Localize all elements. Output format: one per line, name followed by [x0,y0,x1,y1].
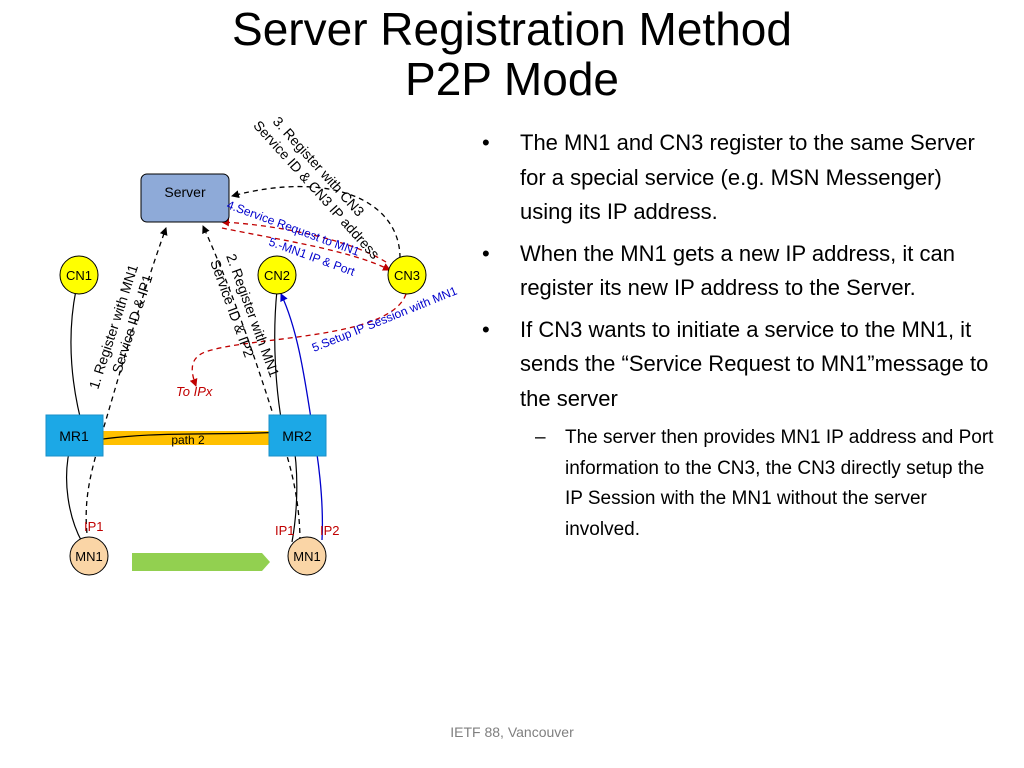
bullet-2: • When the MN1 gets a new IP address, it… [480,237,1000,306]
service-request-arrow [221,218,387,263]
mr1-label: MR1 [59,428,89,444]
to-ipx-label: To IPx [176,384,213,399]
mr2-node [268,414,327,457]
bullet-3-text: If CN3 wants to initiate a service to th… [520,316,989,411]
ip2-right-label: IP2 [320,523,340,538]
title-line-1: Server Registration Method [232,3,792,55]
server-label: Server [164,184,206,200]
bullet-list: • The MN1 and CN3 register to the same S… [480,126,1000,545]
cn1-node [59,255,99,295]
movement-arrow [132,553,270,571]
slide-title: Server Registration Method P2P Mode [0,4,1024,104]
bullet-dot: • [482,130,490,155]
mr1-node [45,414,104,457]
bullet-1-text: The MN1 and CN3 register to the same Ser… [520,130,975,224]
cn2-mr2-link [274,289,283,425]
bullet-1: • The MN1 and CN3 register to the same S… [480,126,1000,230]
mn1-right-label: MN1 [293,549,320,564]
cn3-label: CN3 [394,268,420,283]
mn1-right-node [287,536,327,576]
mn1-left-node [69,536,109,576]
slide-footer: IETF 88, Vancouver [450,724,574,740]
cn1-label: CN1 [66,268,92,283]
ip-port-reply-arrow [221,227,391,271]
step-5b-label: 5.Setup IP Session with MN1 [310,284,459,355]
ip1-right-label: IP1 [275,523,295,538]
sub-bullet-1-text: The server then provides MN1 IP address … [565,427,994,540]
svg-text:5.Setup IP Session with MN1: 5.Setup IP Session with MN1 [310,284,459,355]
cn1-mr1-link [70,289,85,433]
mn1-left-label: MN1 [75,549,102,564]
cn2-node [257,255,297,295]
sub-bullet-1: – The server then provides MN1 IP addres… [480,423,1000,545]
bullet-3: • If CN3 wants to initiate a service to … [480,313,1000,417]
ip1-left-label: IP1 [84,519,104,534]
server-node [140,173,230,223]
bullet-dot: • [482,240,490,266]
cn2-label: CN2 [264,268,290,283]
mr2-label: MR2 [282,428,312,444]
bullet-2-text: When the MN1 gets a new IP address, it c… [520,240,955,301]
to-ipx-arrow [189,293,407,387]
sub-bullet-dash: – [535,427,546,448]
register-arrow-1 [85,227,168,543]
title-line-2: P2P Mode [405,53,619,105]
register-arrow-3 [231,185,401,259]
mr1-mr2-link [83,431,283,443]
path-2-label: path 2 [171,433,205,447]
bullet-dot: • [482,316,490,342]
path-2-bar [100,431,272,445]
cn3-node [387,255,427,295]
